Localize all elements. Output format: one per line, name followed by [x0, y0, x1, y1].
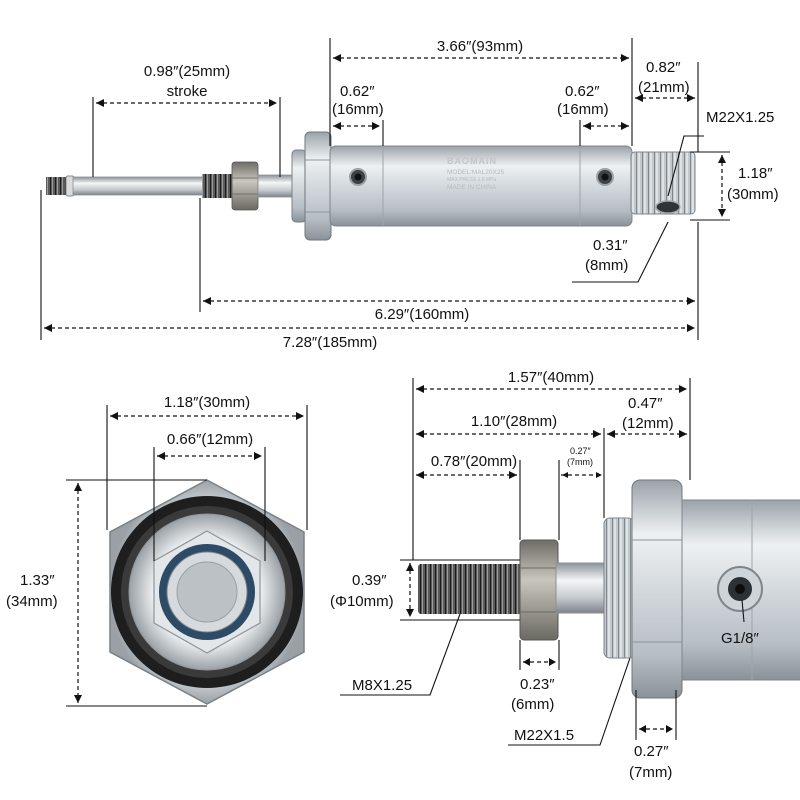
detail-mount-nut	[631, 479, 683, 699]
side-view-arrowheads	[44, 54, 726, 332]
rod-thread	[202, 174, 234, 198]
detail-collar	[603, 517, 635, 659]
dim-length-mid: 6.29″(160mm)	[375, 306, 470, 323]
dim-height-b: (30mm)	[727, 186, 779, 203]
detail-rod	[555, 562, 609, 614]
detail-rod-dia-a: 0.39″	[352, 572, 387, 589]
dim-left-port-a: 0.62″	[340, 83, 375, 100]
rod-lock-nut	[231, 161, 259, 211]
rear-thread-stud	[630, 151, 696, 215]
detail-gap-b: (7mm)	[567, 457, 593, 467]
rod-neck	[257, 174, 295, 198]
side-view-dimensions: 3.66″(93mm) 0.98″(25mm) stroke 0.62″ (16…	[40, 38, 779, 351]
origin-label: MADE IN CHINA	[447, 184, 497, 191]
dim-rear-depth-b: (8mm)	[585, 257, 628, 274]
rear-thread-spec: M22X1.25	[706, 109, 774, 126]
detail-flange-a: 0.27″	[634, 743, 669, 760]
detail-nut-a: 0.23″	[520, 676, 555, 693]
detail-rod-dia-b: (Φ10mm)	[330, 593, 394, 610]
detail-gap-a: 0.27″	[570, 446, 592, 456]
dim-rear-thread-a: 0.82″	[646, 59, 681, 76]
rod-end-thread	[46, 177, 68, 195]
front-mount-nut	[304, 131, 332, 241]
dim-stroke-value: 0.98″(25mm)	[144, 63, 230, 80]
detail-rod-thread	[418, 564, 522, 614]
detail-thread-len: 0.78″(20mm)	[431, 453, 517, 470]
dim-height-a: 1.18″	[738, 165, 773, 182]
detail-rod-thread-spec: M8X1.25	[352, 677, 412, 694]
detail-nut-b: (6mm)	[511, 696, 554, 713]
end-height-a: 1.33″	[20, 572, 55, 589]
rear-eye-hole	[655, 200, 681, 214]
detail-mount-a: 0.47″	[628, 395, 663, 412]
model-label: MODEL:MAL20X25	[447, 169, 504, 176]
dim-left-port-b: (16mm)	[332, 101, 384, 118]
side-view-cylinder: BAOMAIN MODEL:MAL20X25 MAX PRESS 1.0 MPa…	[46, 131, 696, 241]
dim-rear-depth-a: 0.31″	[593, 237, 628, 254]
front-collar	[291, 149, 307, 223]
pressure-label: MAX PRESS 1.0 MPa	[447, 177, 496, 183]
end-rod-face	[176, 561, 238, 623]
detail-port-spec: G1/8″	[721, 630, 760, 647]
detail-flange-b: (7mm)	[629, 764, 672, 781]
detail-lock-nut	[519, 539, 559, 641]
brand-label: BAOMAIN	[447, 156, 497, 166]
end-view-dimensions: 1.18″(30mm) 0.66″(12mm) 1.33″ (34mm)	[6, 394, 308, 707]
end-outer-width: 1.18″(30mm)	[164, 394, 250, 411]
end-inner-width: 0.66″(12mm)	[167, 431, 253, 448]
end-view	[109, 479, 305, 705]
dim-rear-thread-b: (21mm)	[638, 79, 690, 96]
detail-view-dimensions: 1.57″(40mm) 1.10″(28mm) 0.47″ (12mm) 0.7…	[330, 369, 760, 781]
dim-right-port-b: (16mm)	[557, 101, 609, 118]
dim-right-port-a: 0.62″	[565, 83, 600, 100]
dim-body-length: 3.66″(93mm)	[437, 38, 523, 55]
detail-total: 1.57″(40mm)	[508, 369, 594, 386]
piston-rod	[72, 176, 204, 196]
detail-view	[418, 479, 800, 699]
detail-mount-thread-spec: M22X1.5	[514, 727, 574, 744]
detail-to-nut: 1.10″(28mm)	[471, 413, 557, 430]
detail-mount-b: (12mm)	[622, 415, 674, 432]
end-height-b: (34mm)	[6, 593, 58, 610]
dim-stroke-word: stroke	[167, 83, 208, 100]
dim-length-total: 7.28″(185mm)	[283, 334, 378, 351]
